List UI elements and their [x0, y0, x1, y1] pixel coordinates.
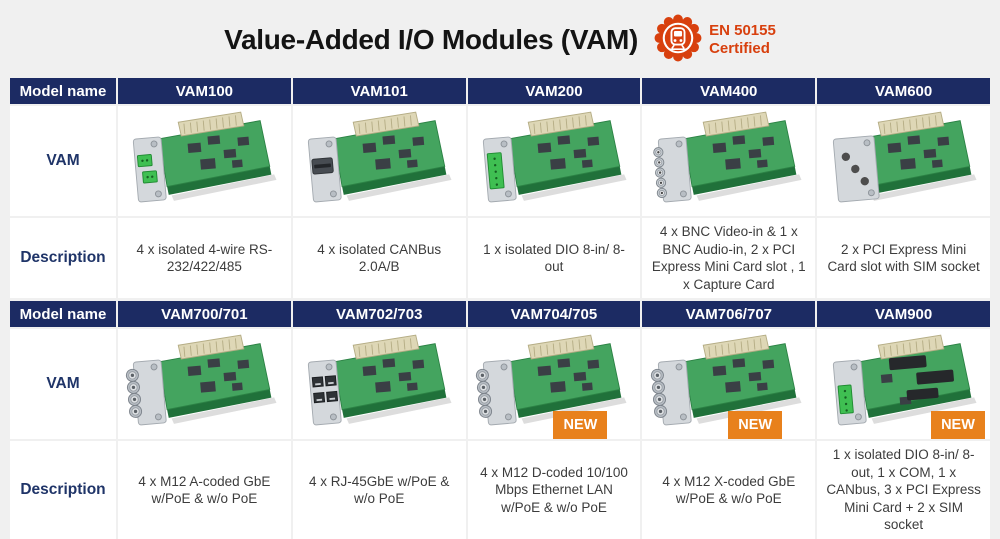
page-header: Value-Added I/O Modules (VAM): [10, 0, 990, 78]
pcb-module-slot-icon: [295, 109, 463, 213]
column-header-vam706-707: VAM706/707: [642, 301, 816, 328]
column-header-vam700-701: VAM700/701: [118, 301, 291, 328]
product-cell-vam900: NEW: [817, 329, 990, 440]
pcb-module-minicard-sockets-icon: [820, 332, 988, 436]
product-cell-vam200: [467, 106, 641, 216]
train-seal-icon: [654, 14, 702, 67]
pcb-module-terminal-blocks-icon: [120, 109, 288, 213]
description-vam704-705: 4 x M12 D-coded 10/100 Mbps Ethernet LAN…: [467, 441, 641, 539]
vam-table-section-2: Model name VAM700/701 VAM702/703 VAM704/…: [10, 301, 990, 539]
pcb-module-m12-connectors-icon: [120, 332, 288, 436]
row-label-description: Description: [10, 218, 116, 299]
pcb-module-m12-connectors-icon: [645, 332, 813, 436]
product-cell-vam700-701: [118, 329, 291, 440]
description-vam100: 4 x isolated 4-wire RS-232/422/485: [118, 218, 291, 299]
row-label-description-2: Description: [10, 441, 116, 539]
row-label-vam-2: VAM: [10, 329, 116, 440]
row-label-vam: VAM: [10, 106, 116, 216]
model-name-header-2: Model name: [10, 301, 116, 328]
column-header-vam600: VAM600: [817, 78, 990, 104]
description-vam900: 1 x isolated DIO 8-in/ 8-out, 1 x COM, 1…: [817, 441, 990, 539]
certification-status: Certified: [709, 40, 770, 57]
pcb-module-terminal-strip-icon: [470, 109, 638, 213]
pcb-module-antenna-holes-icon: [820, 109, 988, 213]
vam-table-section-1: Model name VAM100 VAM101 VAM200 VAM400 V…: [10, 78, 990, 299]
model-name-header: Model name: [10, 78, 116, 104]
column-header-vam400: VAM400: [642, 78, 816, 104]
en50155-certification-badge: EN 50155 Certified: [654, 14, 776, 67]
column-header-vam702-703: VAM702/703: [292, 301, 466, 328]
new-badge: NEW: [553, 411, 608, 440]
product-cell-vam702-703: [292, 329, 466, 440]
description-vam600: 2 x PCI Express Mini Card slot with SIM …: [817, 218, 990, 299]
description-vam400: 4 x BNC Video-in & 1 x BNC Audio-in, 2 x…: [642, 218, 816, 299]
column-header-vam704-705: VAM704/705: [467, 301, 641, 328]
column-header-vam200: VAM200: [467, 78, 641, 104]
product-cell-vam100: [118, 106, 291, 216]
new-badge: NEW: [931, 411, 985, 440]
description-vam702-703: 4 x RJ-45GbE w/PoE & w/o PoE: [292, 441, 466, 539]
product-cell-vam704-705: NEW: [467, 329, 641, 440]
product-cell-vam101: [292, 106, 466, 216]
pcb-module-bnc-connectors-icon: [645, 109, 813, 213]
page-title: Value-Added I/O Modules (VAM): [224, 24, 639, 55]
column-header-vam900: VAM900: [817, 301, 990, 328]
description-vam200: 1 x isolated DIO 8-in/ 8-out: [467, 218, 641, 299]
description-vam101: 4 x isolated CANBus 2.0A/B: [292, 218, 466, 299]
description-vam700-701: 4 x M12 A-coded GbE w/PoE & w/o PoE: [118, 441, 291, 539]
pcb-module-rj45-jacks-icon: [295, 332, 463, 436]
product-cell-vam400: [642, 106, 816, 216]
new-badge: NEW: [728, 411, 783, 440]
column-header-vam101: VAM101: [292, 78, 466, 104]
certification-standard: EN 50155: [709, 22, 776, 39]
product-cell-vam600: [817, 106, 990, 216]
product-cell-vam706-707: NEW: [642, 329, 816, 440]
certification-text: EN 50155 Certified: [709, 22, 776, 58]
pcb-module-m12-connectors-icon: [470, 332, 638, 436]
column-header-vam100: VAM100: [118, 78, 291, 104]
description-vam706-707: 4 x M12 X-coded GbE w/PoE & w/o PoE: [642, 441, 816, 539]
